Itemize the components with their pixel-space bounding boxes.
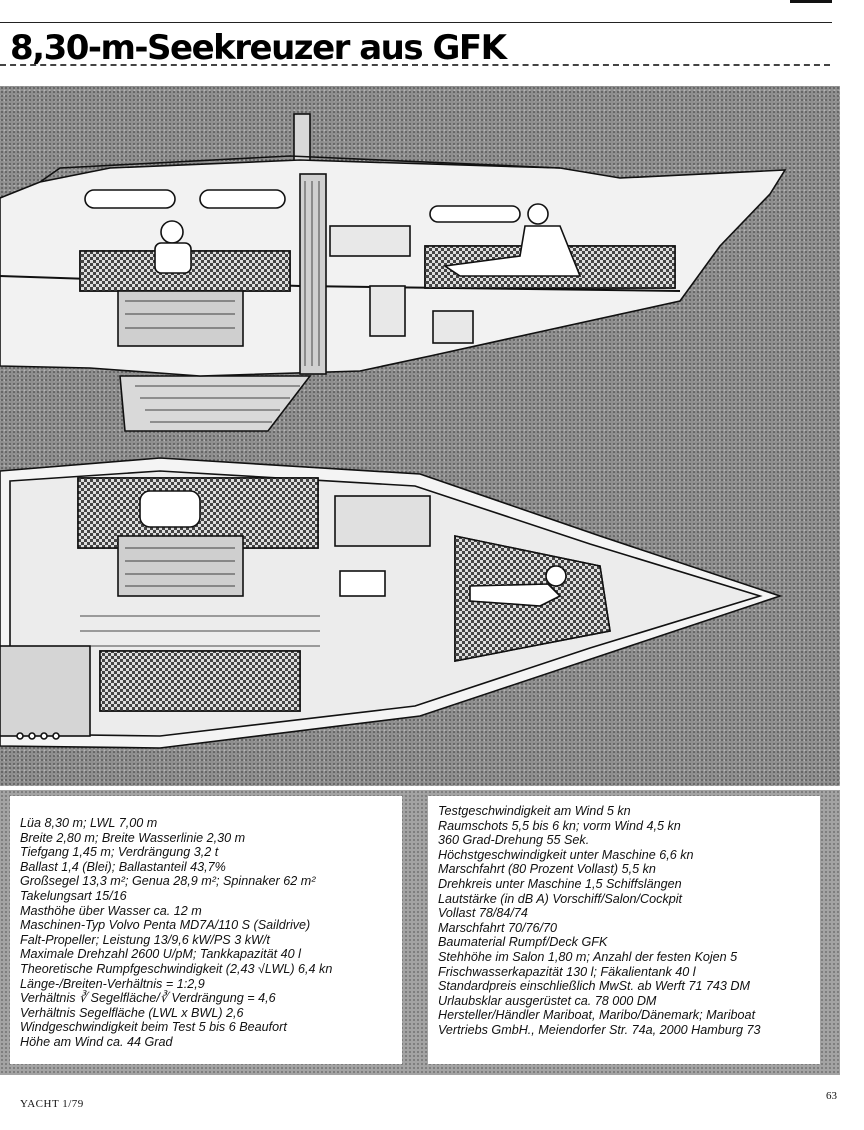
spec-line: Höchstgeschwindigkeit unter Maschine 6,6… — [438, 847, 694, 862]
spec-line: Tiefgang 1,45 m; Verdrängung 3,2 t — [20, 845, 219, 860]
spec-column-right: Testgeschwindigkeit am Wind 5 kn Raumsch… — [428, 796, 820, 1064]
spec-line: Maximale Drehzahl 2600 U/pM; Tankkapazit… — [20, 947, 301, 962]
spec-line: Länge-/Breiten-Verhältnis = 1:2,9 — [20, 976, 205, 991]
corner-mark — [790, 0, 832, 3]
spec-line: Stehhöhe im Salon 1,80 m; Anzahl der fes… — [438, 949, 738, 964]
plan-table — [117, 535, 244, 597]
spec-line: Windgeschwindigkeit beim Test 5 bis 6 Be… — [20, 1020, 287, 1035]
spec-line: Baumaterial Rumpf/Deck GFK — [438, 935, 608, 950]
page-number: 63 — [826, 1090, 837, 1102]
spec-line: Maschinen-Typ Volvo Penta MD7A/110 S (Sa… — [20, 918, 311, 933]
spec-line: Großsegel 13,3 m²; Genua 28,9 m²; Spinna… — [20, 874, 316, 889]
plan-view — [0, 457, 783, 749]
spec-line: Lüa 8,30 m; LWL 7,00 m — [20, 816, 158, 830]
specification-panel: Lüa 8,30 m; LWL 7,00 m Breite 2,80 m; Br… — [0, 790, 840, 1075]
spec-line: Marschfahrt (80 Prozent Vollast) 5,5 kn — [438, 862, 656, 877]
cutaway-drawing — [0, 113, 787, 749]
spec-line: Höhe am Wind ca. 44 Grad — [20, 1034, 173, 1049]
magazine-issue: YACHT 1/79 — [20, 1098, 84, 1110]
spec-line: Urlaubsklar ausgerüstet ca. 78 000 DM — [438, 993, 657, 1008]
spec-column-left: Lüa 8,30 m; LWL 7,00 m Breite 2,80 m; Br… — [10, 796, 402, 1064]
spec-line: Frischwasserkapazität 130 l; Fäkalientan… — [438, 964, 696, 979]
spec-line: Vollast 78/84/74 — [438, 906, 528, 921]
spec-line: Raumschots 5,5 bis 6 kn; vorm Wind 4,5 k… — [438, 818, 681, 833]
spec-line: Verhältnis Segelfläche (LWL x BWL) 2,6 — [20, 1005, 244, 1020]
spec-line: Marschfahrt 70/76/70 — [438, 920, 558, 935]
spec-line: Hersteller/Händler Mariboat, Maribo/Däne… — [438, 1008, 756, 1023]
spec-line: Takelungsart 15/16 — [20, 888, 127, 903]
keel — [119, 375, 312, 432]
spec-line: Drehkreis unter Maschine 1,5 Schiffsläng… — [438, 876, 682, 891]
spec-line: Testgeschwindigkeit am Wind 5 kn — [438, 804, 631, 818]
spec-line: Falt-Propeller; Leistung 13/9,6 kW/PS 3 … — [20, 932, 270, 947]
top-rule — [0, 22, 832, 23]
page-title: 8,30-m-Seekreuzer aus GFK — [10, 28, 507, 68]
yacht-interior-illustration — [0, 86, 840, 786]
spec-line: Verhältnis ∛ Segelfläche/∛ Verdrängung =… — [20, 991, 276, 1006]
spec-line: Breite 2,80 m; Breite Wasserlinie 2,30 m — [20, 830, 246, 845]
spec-line: 360 Grad-Drehung 55 Sek. — [438, 833, 590, 848]
spec-line: Standardpreis einschließlich MwSt. ab We… — [438, 979, 750, 994]
title-rule — [0, 64, 830, 66]
spec-line: Ballast 1,4 (Blei); Ballastanteil 43,7% — [20, 859, 226, 874]
side-cutaway — [0, 113, 787, 432]
spec-line: Masthöhe über Wasser ca. 12 m — [20, 903, 202, 918]
spec-line: Theoretische Rumpfgeschwindigkeit (2,43 … — [20, 961, 333, 976]
spec-line: Vertriebs GmbH., Meiendorfer Str. 74a, 2… — [438, 1022, 761, 1037]
salon-table — [117, 290, 244, 347]
spec-line: Lautstärke (in dB A) Vorschiff/Salon/Coc… — [438, 891, 683, 906]
